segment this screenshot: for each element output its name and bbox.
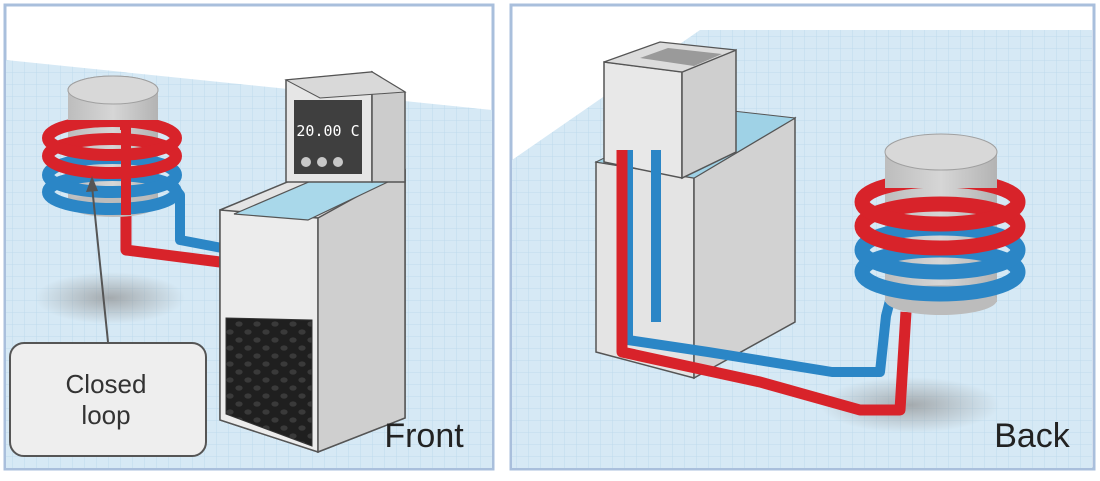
hexagon-vent-icon [225,317,313,447]
back-panel: Back [509,3,1096,471]
callout-arrow [91,185,109,343]
back-red-tube [616,150,912,416]
round-button-icon [301,157,311,167]
closed-loop-callout: Closed loop [9,342,207,457]
back-top-vent [640,48,722,66]
callout-line-2: loop [81,400,130,430]
callout-line-1: Closed [66,369,147,399]
back-circulator-unit [594,41,797,380]
round-button-icon [333,157,343,167]
back-label: Back [994,417,1071,455]
round-button-icon [317,157,327,167]
back-blue-tube [623,150,905,377]
front-coil-assembly [42,75,182,217]
front-circulator-unit: 20.00 C [219,70,407,454]
callout-arrow-head [86,176,98,192]
back-coil-shadow [820,377,1000,433]
back-coil-assembly [854,133,1026,315]
front-coil-shadow [35,272,185,324]
front-panel: 20.00 C Closed loop Front [3,3,495,471]
front-label: Front [384,417,464,455]
temperature-readout: 20.00 C [296,122,359,140]
